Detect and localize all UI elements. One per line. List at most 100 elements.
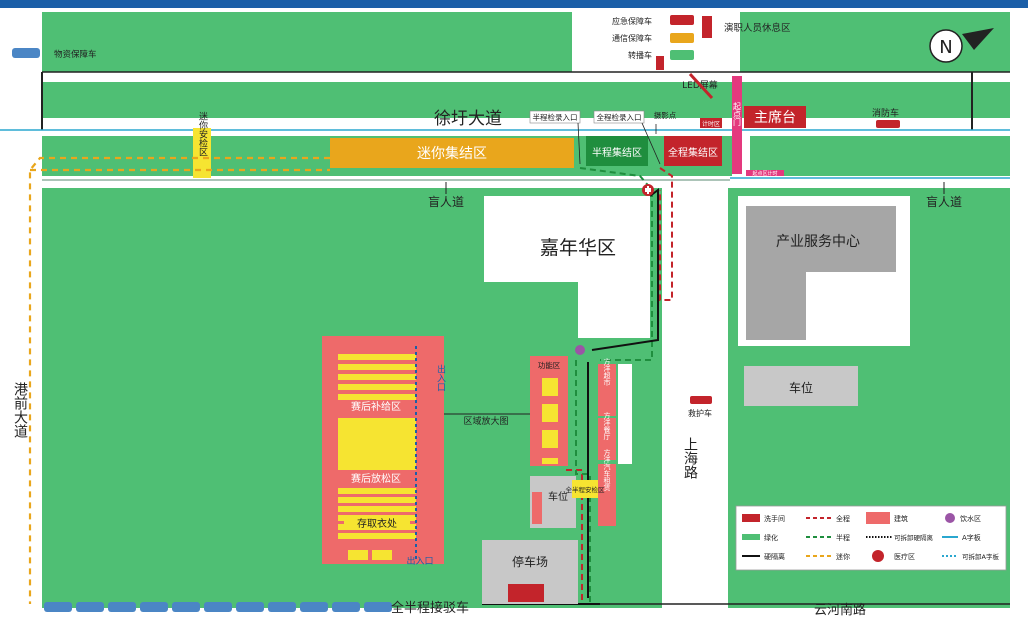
legend-col-3: 建筑 可拆卸硬隔离 医疗区	[866, 512, 934, 562]
legend-hard-barrier: 硬隔离	[764, 552, 785, 561]
entrance-top-label: 出入口	[435, 363, 446, 391]
full-check-box	[593, 110, 645, 124]
emergency-vehicle	[670, 15, 694, 25]
fn-slot-4	[542, 458, 558, 464]
legend-col-1: 洗手间 绿化 硬隔离	[742, 514, 785, 561]
road-east-label: 上海路	[682, 437, 698, 479]
ambulance-label: 救护车	[688, 408, 712, 418]
storage-label: 存取衣处	[357, 517, 397, 530]
industry-center-building	[746, 206, 896, 340]
start-timing-strip	[746, 170, 784, 176]
legend-green: 绿化	[764, 533, 778, 542]
timing-box	[700, 118, 722, 128]
green-block-top-left	[42, 12, 572, 72]
green-block-top-right	[740, 12, 1010, 72]
photo-label: 摄影点	[654, 110, 677, 120]
post-stretch-box	[338, 418, 416, 470]
mini-route	[28, 156, 330, 604]
fangyang-market-label: 方洋超市	[603, 357, 611, 387]
fangyang-market	[598, 364, 616, 416]
full-gather-label: 全程集结区	[668, 146, 718, 159]
fangyang-canteen	[598, 418, 616, 460]
post-supply-stripes	[338, 354, 416, 400]
parking-east-label: 车位	[789, 380, 813, 395]
shuttle-label: 全半程接驳车	[391, 600, 469, 616]
supply-vehicle	[12, 48, 40, 58]
parking-lot-red	[508, 584, 544, 602]
fn-slot-1	[542, 378, 558, 396]
start-gate	[732, 76, 742, 174]
main-stand-label: 主席台	[754, 110, 796, 126]
comm-label: 通信保障车	[612, 33, 652, 43]
legend-half: 半程	[836, 533, 850, 542]
shuttle-row	[44, 602, 392, 612]
full-check-label: 全程检录入口	[597, 112, 642, 122]
mini-security-box	[193, 128, 211, 178]
storage-label-bg	[344, 516, 410, 530]
half-check-label: 半程检录入口	[533, 112, 578, 122]
start-timing-label: 起点区计时	[752, 170, 777, 177]
staff-rest-marker	[702, 16, 712, 38]
full-gather-zone	[664, 136, 722, 166]
fn-slot-2	[542, 404, 558, 422]
parking-west-label: 车位	[548, 490, 568, 503]
legend-medical: 医疗区	[894, 552, 915, 561]
legend-water: 饮水区	[960, 514, 981, 523]
legend-building: 建筑	[894, 514, 908, 523]
mini-security-label: 迷你安检区	[197, 110, 208, 156]
compass-label: N	[939, 37, 952, 58]
mini-gather-zone	[330, 138, 574, 168]
half-gather-label: 半程集结区	[592, 146, 642, 159]
timing-label: 计时区	[702, 120, 720, 128]
half-check-tick	[577, 122, 581, 165]
half-check-box	[529, 110, 581, 124]
legend-col-4: 饮水区 A字板 可拆卸A字板	[942, 513, 999, 561]
compass-circle	[929, 29, 963, 63]
legend-mini: 迷你	[836, 552, 850, 561]
parking-lot-label: 停车场	[512, 554, 548, 569]
half-full-security-box	[572, 480, 598, 498]
post-supply-label: 赛后补给区	[351, 400, 401, 413]
legend-a-board: A字板	[962, 533, 981, 542]
carnival-area	[484, 196, 650, 338]
entrance-bottom-label: 出入口	[406, 555, 433, 567]
function-area-label: 功能区	[538, 360, 561, 370]
led-bar	[688, 72, 714, 100]
compass-arrow-icon	[962, 28, 994, 50]
legend-full: 全程	[836, 514, 850, 523]
half-route-down	[575, 360, 591, 604]
top-banner	[0, 0, 1028, 8]
post-stretch-label: 赛后放松区	[351, 472, 401, 485]
half-route	[579, 167, 653, 361]
legend-removable-barrier: 可拆卸硬隔离	[894, 533, 934, 542]
road-west-label: 港前大道	[12, 382, 28, 439]
storage-slot-2	[372, 550, 392, 560]
white-divider	[618, 364, 632, 464]
half-gather-zone	[586, 136, 648, 166]
fire-label: 消防车	[872, 107, 899, 119]
green-strip-north	[42, 82, 1010, 118]
carnival-label: 嘉年华区	[540, 237, 616, 259]
legend-removable-a-board: 可拆卸A字板	[962, 552, 999, 561]
hard-barrier-1	[591, 188, 659, 351]
parking-east	[744, 366, 858, 406]
medical-icon-cross-v	[647, 186, 649, 194]
water-icon	[575, 345, 585, 355]
road-south-label: 云河南路	[814, 602, 866, 618]
blind-road-left: 盲人道	[428, 194, 464, 209]
fn-slot-3	[542, 430, 558, 448]
ambulance-icon	[690, 396, 712, 404]
staff-rest-label: 演职人员休息区	[724, 22, 791, 34]
green-block-mid-right	[750, 136, 1010, 176]
road-west	[0, 12, 40, 612]
parking-west-red	[532, 492, 542, 524]
fangyang-car	[598, 464, 616, 526]
fangyang-car-label: 方洋汽车租赁	[603, 448, 611, 492]
main-stand	[744, 106, 806, 128]
legend-col-2: 全程 半程 迷你	[806, 514, 850, 561]
fire-truck	[876, 120, 900, 128]
blind-road-right: 盲人道	[926, 194, 962, 209]
road-north-label: 徐圩大道	[434, 109, 502, 129]
transfer-label: 转播车	[628, 50, 652, 60]
